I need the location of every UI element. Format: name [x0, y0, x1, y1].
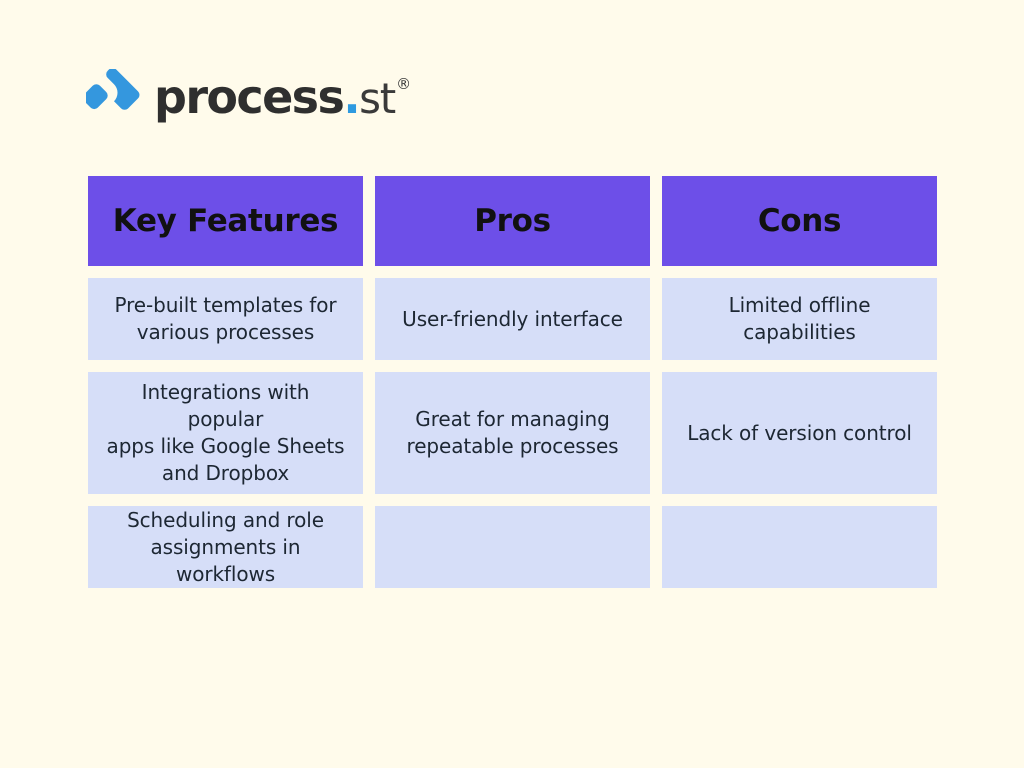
table-row: Pre-built templates for various processe…: [88, 278, 937, 360]
brand-name-main: process: [154, 70, 345, 124]
table-cell-empty: [375, 506, 650, 588]
table-cell: User-friendly interface: [375, 278, 650, 360]
table-header-cons: Cons: [662, 176, 937, 266]
comparison-table: Key Features Pros Cons Pre-built templat…: [88, 176, 937, 588]
table-row: Integrations with popular apps like Goog…: [88, 372, 937, 494]
table-row: Scheduling and role assignments in workf…: [88, 506, 937, 588]
table-cell-text: Limited offline capabilities: [728, 293, 871, 344]
table-cell: Scheduling and role assignments in workf…: [88, 506, 363, 588]
table-cell: Pre-built templates for various processe…: [88, 278, 363, 360]
table-cell: Lack of version control: [662, 372, 937, 494]
table-header-label: Cons: [757, 202, 842, 239]
table-header-label: Key Features: [112, 202, 339, 239]
process-st-logo-mark-icon: [86, 69, 140, 110]
table-header-pros: Pros: [375, 176, 650, 266]
table-cell: Integrations with popular apps like Goog…: [88, 372, 363, 494]
table-cell-text: Lack of version control: [687, 420, 912, 445]
table-cell-text: Integrations with popular apps like Goog…: [106, 380, 345, 485]
table-cell: Limited offline capabilities: [662, 278, 937, 360]
table-header-key-features: Key Features: [88, 176, 363, 266]
brand-logo: process . st ®: [86, 66, 412, 128]
table-cell-empty: [662, 506, 937, 588]
registered-trademark-icon: ®: [396, 75, 412, 93]
brand-wordmark: process . st ®: [154, 70, 412, 124]
table-cell-text: Pre-built templates for various processe…: [114, 293, 337, 344]
table-cell-text: Scheduling and role assignments in workf…: [127, 507, 324, 586]
table-cell-text: Great for managing repeatable processes: [406, 407, 619, 458]
brand-name-tld: st: [359, 74, 396, 123]
table-header-label: Pros: [474, 202, 551, 239]
table-header-row: Key Features Pros Cons: [88, 176, 937, 266]
brand-name-dot: .: [343, 70, 360, 124]
table-cell: Great for managing repeatable processes: [375, 372, 650, 494]
table-cell-text: User-friendly interface: [402, 306, 623, 331]
